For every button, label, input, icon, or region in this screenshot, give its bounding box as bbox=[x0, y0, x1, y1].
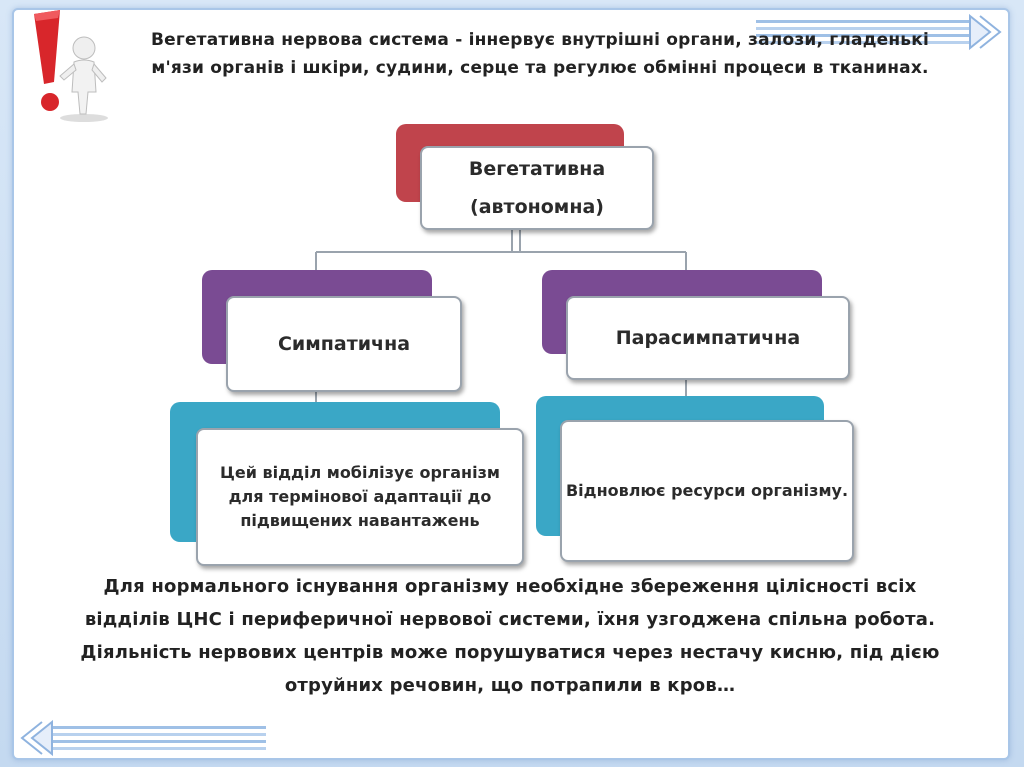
root-node-line2: (автономна) bbox=[470, 196, 604, 218]
sympathetic-label: Симпатична bbox=[277, 333, 411, 355]
footer-paragraph-2: Діяльність нервових центрів може порушув… bbox=[80, 642, 940, 696]
sympathetic-node: Симпатична bbox=[226, 296, 462, 392]
root-node: Вегетативна (автономна) bbox=[420, 146, 654, 230]
parasympathetic-node: Парасимпатична bbox=[566, 296, 850, 380]
footer-paragraph-1: Для нормального існування організму необ… bbox=[84, 576, 936, 630]
intro-text: Вегетативна нервова система - іннервує в… bbox=[150, 30, 930, 78]
stripe-arrow-right-icon bbox=[756, 12, 1006, 52]
warning-figure-icon bbox=[14, 6, 124, 130]
footer-text: Для нормального існування організму необ… bbox=[60, 570, 960, 702]
parasympathetic-description: Відновлює ресурси організму. bbox=[560, 420, 854, 562]
parasympathetic-description-text: Відновлює ресурси організму. bbox=[565, 481, 849, 500]
sympathetic-description-text: Цей відділ мобілізує організм для термін… bbox=[220, 463, 500, 530]
parasympathetic-label: Парасимпатична bbox=[615, 327, 801, 349]
root-node-line1: Вегетативна bbox=[468, 158, 606, 180]
stripe-arrow-left-icon bbox=[16, 718, 266, 758]
sympathetic-description: Цей відділ мобілізує організм для термін… bbox=[196, 428, 524, 566]
